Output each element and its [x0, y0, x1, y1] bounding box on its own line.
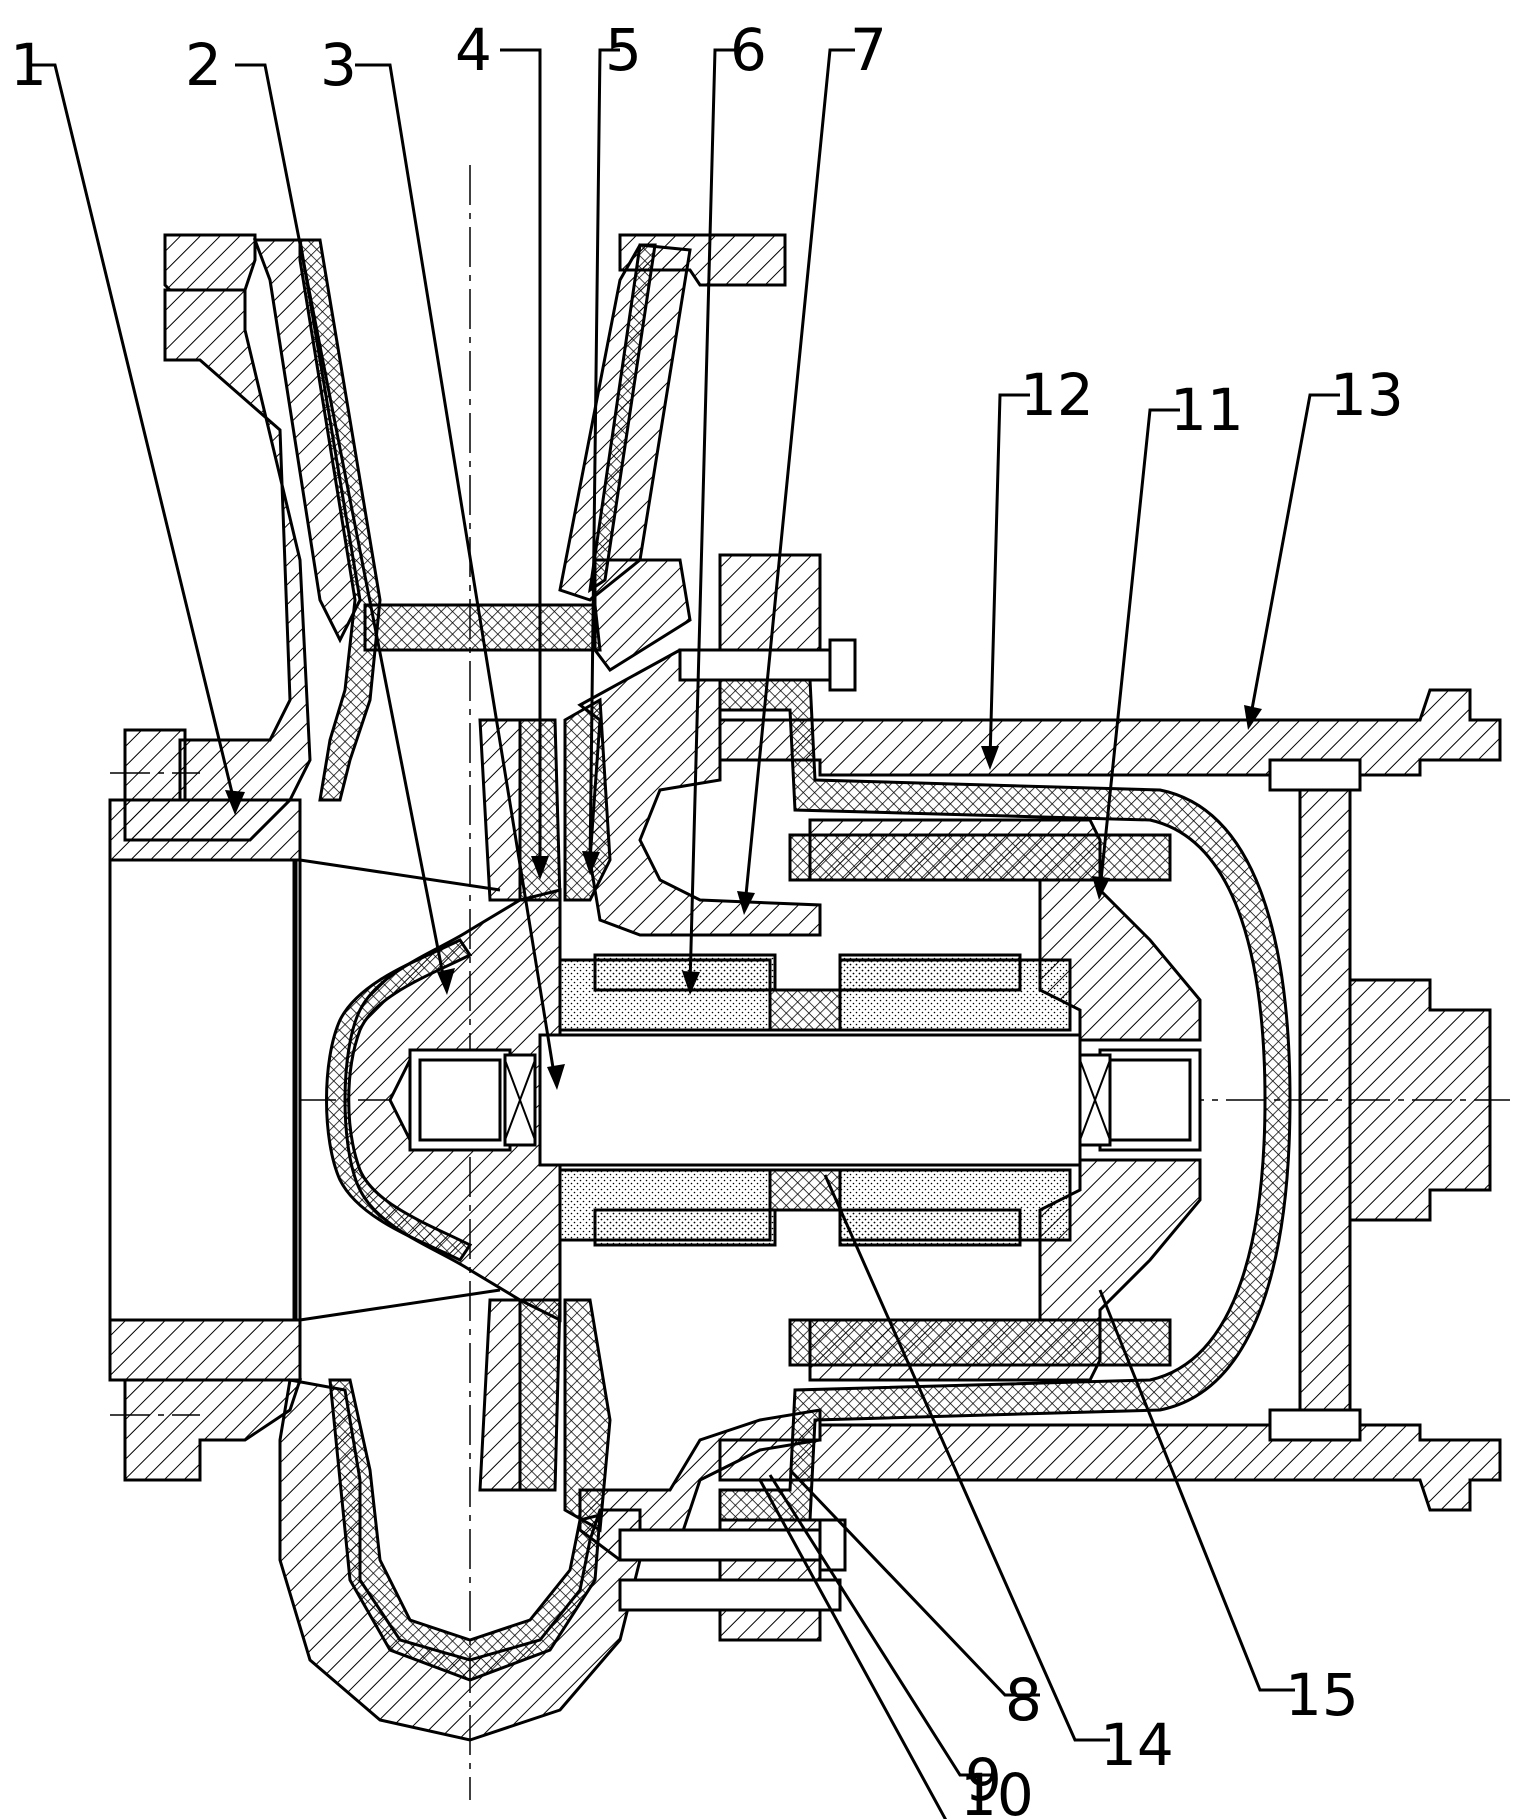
motor-bracket	[718, 688, 1502, 1512]
callout-4: 4	[455, 16, 492, 84]
callout-6: 6	[730, 16, 767, 84]
callout-14: 14	[1100, 1711, 1174, 1779]
casing-liner	[298, 238, 657, 1682]
callout-3: 3	[320, 31, 357, 99]
callout-13: 13	[1330, 361, 1404, 429]
callout-2: 2	[185, 31, 222, 99]
bolts	[618, 553, 857, 1642]
callout-labels: 1 2 3 4 5 6 7 8 9 10 11 12 13 14 15	[10, 16, 1404, 1819]
shaft-assembly	[408, 1033, 1202, 1167]
callout-11: 11	[1170, 376, 1244, 444]
callout-8: 8	[1005, 1666, 1042, 1734]
callout-7: 7	[850, 16, 887, 84]
callout-10: 10	[960, 1761, 1034, 1819]
callout-9: 9	[965, 1746, 1002, 1814]
leader-lines	[30, 48, 1340, 1819]
callout-12: 12	[1020, 361, 1094, 429]
inlet-bore	[108, 858, 501, 1322]
inner-magnet-rotor	[558, 953, 1072, 1247]
callout-5: 5	[605, 16, 642, 84]
callout-15: 15	[1285, 1661, 1359, 1729]
callout-1: 1	[10, 31, 47, 99]
outer-magnet-rotor	[788, 818, 1202, 1382]
